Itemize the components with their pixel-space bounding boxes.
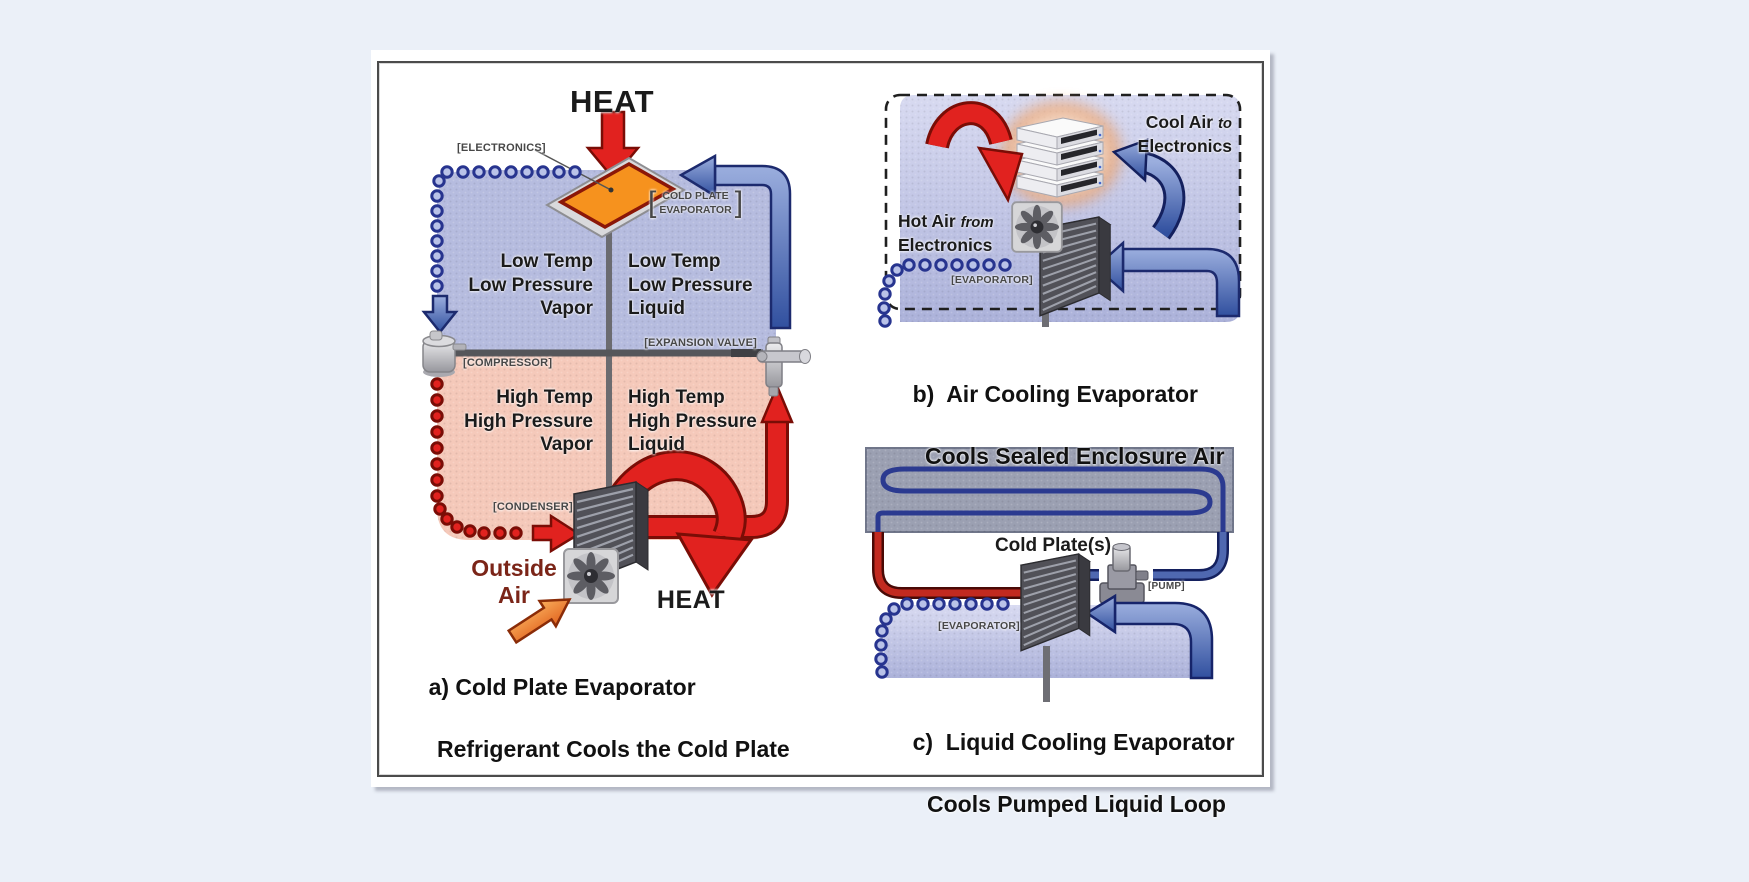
hot-air-emphasis: from: [960, 215, 994, 231]
cool-air-emphasis: to: [1217, 116, 1232, 132]
hot-air-label: Hot Air from Electronics: [898, 210, 994, 256]
evaporator-label-c: [EVAPORATOR]: [938, 620, 1020, 632]
bracket-close: ]: [734, 186, 744, 219]
heat-output-arrow: [599, 450, 754, 598]
evaporator-fan-icon-b: [1011, 201, 1063, 253]
caption-b-line2: Cools Sealed Enclosure Air: [925, 443, 1225, 469]
cycle-quadrant-regions: [437, 170, 776, 540]
compressor-icon: [422, 330, 467, 377]
evaporator-mount-c: [1043, 646, 1050, 702]
heat-output-label: HEAT: [656, 586, 726, 614]
quadrant-high-temp-vapor: High Temp High Pressure Vapor: [464, 387, 593, 455]
caption-a: a) Cold Plate Evaporator Refrigerant Coo…: [403, 641, 790, 827]
vapor-flow-dots-cold: [430, 165, 582, 293]
quadrant-dividers: [449, 214, 763, 492]
caption-c-line1: c) Liquid Cooling Evaporator: [912, 729, 1235, 755]
diagram-artwork: [421, 93, 1242, 702]
cool-air-text: Cool Air: [1145, 112, 1214, 132]
electronics-server-stack: [1001, 102, 1121, 206]
vapor-flow-dots-c: [874, 597, 1010, 679]
expansion-valve-icon: [756, 336, 811, 397]
figure-frame: [377, 61, 1264, 777]
cold-plates-label: Cold Plate(s): [994, 535, 1112, 556]
cold-plate-evaporator-label: [ COLD PLATE EVAPORATOR ]: [648, 188, 743, 218]
evaporator-label-b: [EVAPORATOR]: [951, 274, 1033, 286]
caption-a-line2: Refrigerant Cools the Cold Plate: [437, 736, 790, 762]
outside-air-label: Outside Air: [471, 555, 557, 608]
caption-c: c) Liquid Cooling Evaporator Cools Pumpe…: [887, 696, 1235, 882]
condenser-label: [CONDENSER]: [493, 501, 573, 513]
cold-plate-block: [865, 447, 1234, 535]
cpe-line2: EVAPORATOR: [659, 204, 732, 216]
liquid-coil: [875, 466, 1226, 535]
electronics-label: [ELECTRONICS]: [457, 142, 546, 154]
quadrant-low-temp-liquid: Low Temp Low Pressure Liquid: [628, 251, 753, 319]
caption-c-line2: Cools Pumped Liquid Loop: [927, 791, 1226, 817]
hot-air-line2: Electronics: [898, 235, 993, 255]
page-background: { "diagram_a": { "heat_in_label": "HEAT"…: [371, 50, 1270, 817]
cool-air-duct-arrow-c: [1084, 593, 1214, 680]
caption-b-line1: b) Air Cooling Evaporator: [912, 381, 1198, 407]
quadrant-high-temp-liquid: High Temp High Pressure Liquid: [628, 387, 757, 455]
cool-air-arrow: [1111, 138, 1186, 240]
hot-air-arrow: [925, 101, 1024, 204]
vapor-flow-dots-hot: [430, 377, 523, 540]
vapor-flow-dots-b: [877, 258, 1012, 328]
caption-a-line1: a) Cold Plate Evaporator: [428, 674, 696, 700]
vapor-to-condenser-arrow: [531, 513, 582, 554]
hot-liquid-pipe: [633, 382, 794, 539]
warm-liquid-pipe-c: [872, 532, 1059, 599]
compressor-label: [COMPRESSOR]: [463, 357, 553, 369]
figure-panel: HEAT [ELECTRONICS] [ COLD PLATE EVAPORAT…: [371, 50, 1270, 817]
cold-liquid-pipe: [678, 153, 792, 330]
expansion-valve-label: [EXPANSION VALVE]: [644, 337, 757, 349]
bracket-open: [: [648, 186, 657, 219]
vapor-to-compressor-arrow: [421, 294, 459, 335]
outside-air-arrow: [506, 598, 572, 645]
cool-air-label: Cool Air to Electronics: [1138, 111, 1232, 157]
quadrant-low-temp-vapor: Low Temp Low Pressure Vapor: [468, 251, 593, 319]
heat-input-label: HEAT: [570, 84, 655, 119]
cold-plate-electronics: [534, 149, 686, 239]
cool-air-line2: Electronics: [1137, 136, 1232, 156]
caption-b: b) Air Cooling Evaporator Cools Sealed E…: [887, 348, 1225, 534]
hot-air-text: Hot Air: [898, 211, 956, 231]
cpe-line1: COLD PLATE: [662, 190, 729, 202]
pump-label: [PUMP]: [1148, 581, 1185, 592]
